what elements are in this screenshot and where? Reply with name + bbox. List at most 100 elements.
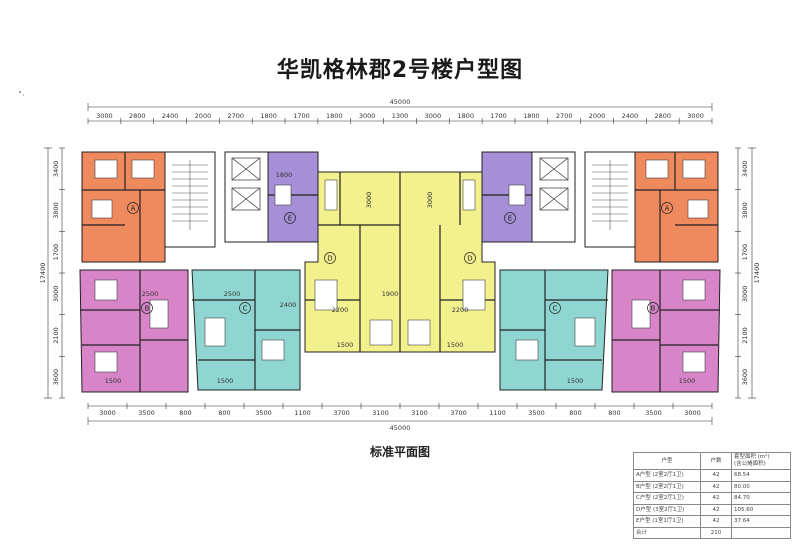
unit-label-markers [127, 202, 673, 314]
table-cell-count: 42 [700, 503, 732, 516]
dimension-label: 3600 [52, 369, 60, 386]
interior-dim: 1500 [447, 341, 464, 349]
plan-subtitle: 标准平面图 [369, 445, 430, 459]
dimension-label: 3400 [52, 161, 60, 178]
table-cell-area: 80.00 [731, 480, 791, 493]
dimension-label: 1700 [741, 244, 749, 261]
table-total-count: 210 [700, 526, 732, 539]
right-dimension-labels: 3400 3800 1700 3000 2100 3600 [735, 147, 749, 399]
table-cell-count: 42 [700, 480, 732, 493]
table-row: E户型 (1室1厅1卫) 42 37.64 [633, 515, 791, 528]
table-cell-count: 42 [700, 492, 732, 505]
unit-label-texts: A E D D E A B C C B [131, 205, 670, 313]
plan-title: 华凯格林郡2号楼户型图 [276, 58, 524, 83]
dimension-label: 3100 [411, 409, 428, 417]
unit-label-b-left: B [145, 305, 150, 313]
dimension-label: 3800 [52, 202, 60, 219]
unit-area-table: 户型 户数 套型面积 (m²) (含公摊面积) A户型 (2室2厅1卫) 42 … [633, 452, 791, 539]
table-cell-area: 105.60 [731, 503, 791, 516]
dimension-label: 2800 [654, 112, 671, 120]
table-cell-area: 37.64 [731, 515, 791, 528]
dimension-label: 2700 [556, 112, 573, 120]
table-total-row: 合计 210 [633, 526, 791, 539]
dimension-label: 3000 [687, 112, 704, 120]
dimension-label: 3500 [138, 409, 155, 417]
dimension-label: 3100 [372, 409, 389, 417]
interior-dimensions: 1800 2500 2500 2400 3000 3000 1900 2200 … [105, 171, 696, 385]
table-row: D户型 (3室2厅1卫) 42 105.60 [633, 503, 791, 516]
table-cell-type: C户型 (2室2厅1卫) [633, 492, 701, 505]
dimension-label: 800 [608, 409, 620, 417]
dimension-label: 3000 [741, 286, 749, 303]
dimension-label: 1800 [260, 112, 277, 120]
dimension-label: 2000 [589, 112, 606, 120]
unit-label-e-right: E [508, 215, 512, 223]
table-cell-area: 68.54 [731, 469, 791, 482]
dimension-label: 2100 [741, 327, 749, 344]
top-dimension-labels: 3000 2800 2400 2000 2700 1800 1700 1800 3000 1300… [87, 112, 713, 124]
interior-dim: 2200 [452, 306, 469, 314]
interior-dim: 1900 [382, 290, 399, 298]
interior-dim: 2500 [224, 290, 241, 298]
dimension-label: 3400 [741, 161, 749, 178]
table-cell-type: E户型 (1室1厅1卫) [633, 515, 701, 528]
table-cell-type: B户型 (2室2厅1卫) [633, 480, 701, 493]
dimension-label: 3500 [528, 409, 545, 417]
furniture [91, 159, 709, 373]
table-total-label: 合计 [633, 526, 701, 539]
dimension-label: 3500 [645, 409, 662, 417]
unit-label-a-left: A [131, 205, 136, 213]
table-header-area: 套型面积 (m²) (含公摊面积) [731, 452, 791, 470]
interior-dim: 3000 [426, 192, 434, 209]
dimension-label: 1800 [523, 112, 540, 120]
dimension-label: 3800 [741, 202, 749, 219]
dimension-label: 2800 [129, 112, 146, 120]
dimension-label: 3000 [96, 112, 113, 120]
dimension-label: 800 [569, 409, 581, 417]
interior-dim: 1500 [337, 341, 354, 349]
interior-dim: 2200 [332, 306, 349, 314]
dimension-label: 3700 [333, 409, 350, 417]
dimension-label: 1800 [457, 112, 474, 120]
stair-treads [172, 160, 628, 230]
interior-dim: 1500 [567, 377, 584, 385]
table-row: B户型 (2室2厅1卫) 42 80.00 [633, 480, 791, 493]
table-header-area-note: (含公摊面积) [734, 461, 766, 467]
dimension-label: 1700 [293, 112, 310, 120]
elevator-shafts [231, 157, 569, 211]
unit-label-a-right: A [665, 205, 670, 213]
table-cell-type: A户型 (2室2厅1卫) [633, 469, 701, 482]
dimension-label: 1700 [490, 112, 507, 120]
unit-label-d-left: D [327, 255, 332, 263]
table-total-area [731, 526, 791, 539]
table-cell-area: 84.70 [731, 492, 791, 505]
dimension-label: 3600 [741, 369, 749, 386]
dimension-label: 2400 [162, 112, 179, 120]
dimension-label: 2100 [52, 327, 60, 344]
dimension-label: 1100 [489, 409, 506, 417]
dimension-label: 3500 [255, 409, 272, 417]
dimension-label: 800 [179, 409, 191, 417]
dimension-label: 3000 [52, 286, 60, 303]
table-row: C户型 (2室2厅1卫) 42 84.70 [633, 492, 791, 505]
dimension-label: 3000 [684, 409, 701, 417]
unit-label-c-right: C [553, 305, 558, 313]
edge-mark: ˚· [18, 90, 25, 100]
table-cell-count: 42 [700, 515, 732, 528]
dimension-label: 1300 [392, 112, 409, 120]
elevator-core-left [224, 151, 269, 243]
dimension-label: 3700 [450, 409, 467, 417]
dimension-label: 3000 [359, 112, 376, 120]
interior-dim: 1500 [217, 377, 234, 385]
unit-label-c-left: C [243, 305, 248, 313]
dimension-label: 3000 [99, 409, 116, 417]
interior-dim: 2500 [142, 290, 159, 298]
table-header-type: 户型 [633, 452, 701, 470]
dimension-label: 3000 [425, 112, 442, 120]
table-cell-count: 42 [700, 469, 732, 482]
table-header-row: 户型 户数 套型面积 (m²) (含公摊面积) [633, 452, 791, 470]
dimension-label: 2700 [228, 112, 245, 120]
table-header-area-label: 套型面积 (m²) [734, 454, 770, 460]
